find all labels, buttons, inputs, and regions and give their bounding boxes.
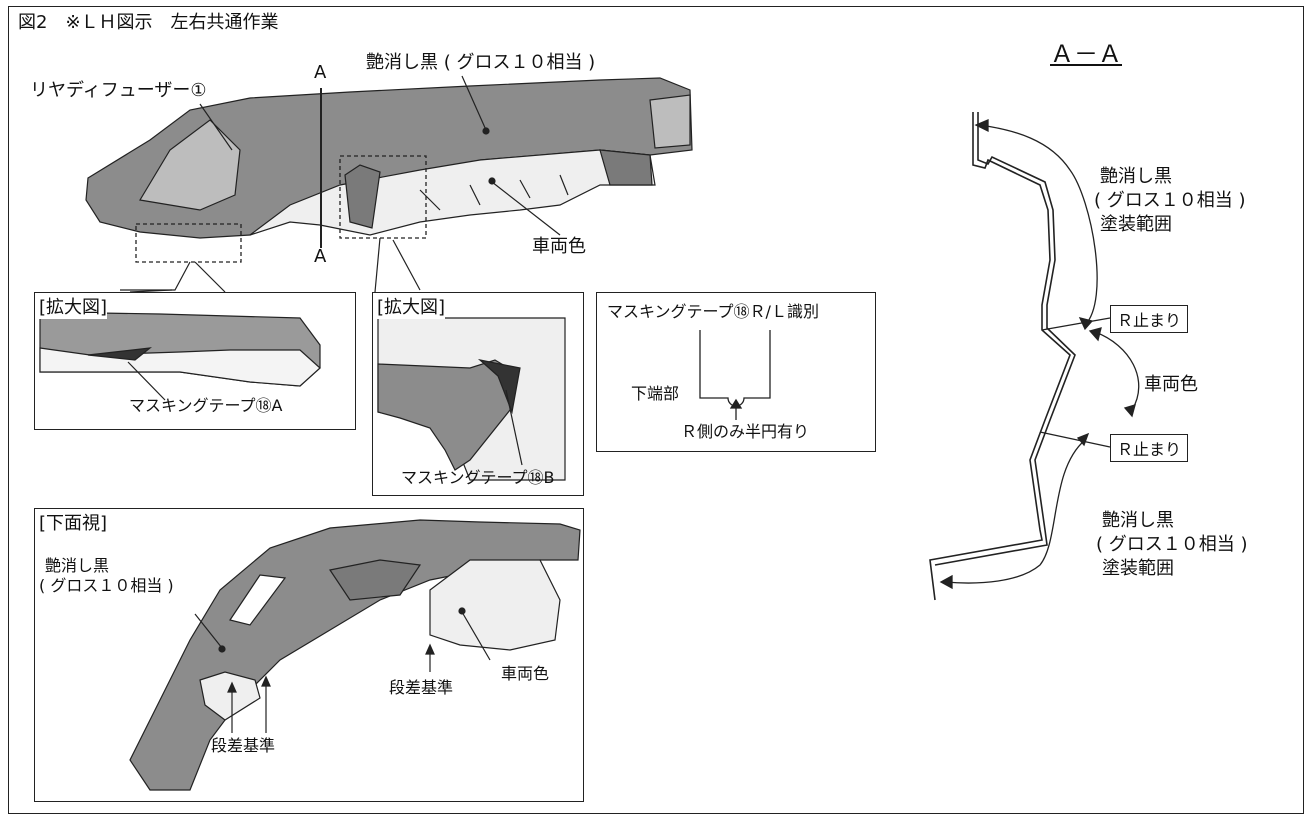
bottom-leaders bbox=[194, 607, 491, 733]
zoom-b-panel: [拡大図] マスキングテープ⑱B bbox=[372, 292, 584, 496]
section-stop-upper: Ｒ止まり bbox=[1110, 305, 1189, 333]
section-lower-line3: 塗装範囲 bbox=[1102, 558, 1174, 579]
tape-id-bottom-end: 下端部 bbox=[631, 384, 680, 403]
gloss-black-label: 艶消し黒 ( グロス１０相当 ) bbox=[366, 52, 596, 73]
section-stop-lower: Ｒ止まり bbox=[1110, 434, 1189, 462]
zoom-a-drawing bbox=[39, 311, 321, 401]
tape-id-title: マスキングテープ⑱Ｒ/Ｌ識別 bbox=[607, 302, 819, 321]
figure-frame bbox=[8, 6, 1304, 814]
section-mark-bottom: A bbox=[314, 246, 327, 267]
part-label: リヤディフューザー① bbox=[30, 80, 207, 101]
callout-line-a bbox=[120, 261, 191, 291]
section-body-color: 車両色 bbox=[1144, 374, 1198, 395]
section-dimension-arrows bbox=[939, 119, 1140, 590]
zoom-b-tape-label: マスキングテープ⑱B bbox=[401, 468, 555, 487]
bottom-step-ref-2: 段差基準 bbox=[211, 736, 276, 755]
bottom-step-ref-1: 段差基準 bbox=[389, 678, 454, 697]
tape-id-panel: マスキングテープ⑱Ｒ/Ｌ識別 下端部 Ｒ側のみ半円有り bbox=[596, 292, 876, 452]
zoom-b-title: [拡大図] bbox=[377, 297, 446, 319]
zoom-b-indicator bbox=[339, 155, 427, 239]
zoom-a-panel: [拡大図] マスキングテープ⑱A bbox=[34, 292, 356, 430]
section-upper-line1: 艶消し黒 bbox=[1100, 166, 1172, 187]
main-diffuser-drawing bbox=[85, 77, 693, 239]
section-mark-top: A bbox=[314, 62, 327, 83]
bottom-view-panel: [下面視] 艶消し黒 ( グロス１０相当 ) 段差基準 車両色 段差基準 bbox=[34, 508, 584, 802]
zoom-a-indicator bbox=[135, 223, 242, 263]
main-body-color-label: 車両色 bbox=[532, 236, 586, 257]
section-profile bbox=[929, 112, 1076, 601]
bottom-gloss-line2: ( グロス１０相当 ) bbox=[39, 576, 174, 595]
zoom-a-title: [拡大図] bbox=[39, 297, 108, 319]
section-title: Ａ－Ａ bbox=[1050, 40, 1122, 68]
section-lower-line2: ( グロス１０相当 ) bbox=[1096, 534, 1248, 555]
id-tape-shape bbox=[699, 330, 771, 420]
main-leaders bbox=[199, 75, 561, 236]
tape-id-note: Ｒ側のみ半円有り bbox=[681, 422, 810, 441]
bottom-view-title: [下面視] bbox=[39, 513, 108, 534]
figure-title: 図2 ※ＬＨ図示 左右共通作業 bbox=[18, 12, 279, 33]
bottom-view-drawing bbox=[129, 519, 581, 791]
zoom-a-tape-label: マスキングテープ⑱A bbox=[129, 396, 283, 415]
section-upper-line2: ( グロス１０相当 ) bbox=[1094, 190, 1246, 211]
section-upper-line3: 塗装範囲 bbox=[1100, 214, 1172, 235]
zoom-b-drawing bbox=[377, 317, 566, 481]
bottom-gloss-line1: 艶消し黒 bbox=[45, 556, 110, 575]
bottom-body-color: 車両色 bbox=[501, 664, 550, 683]
section-lower-line1: 艶消し黒 bbox=[1102, 510, 1174, 531]
